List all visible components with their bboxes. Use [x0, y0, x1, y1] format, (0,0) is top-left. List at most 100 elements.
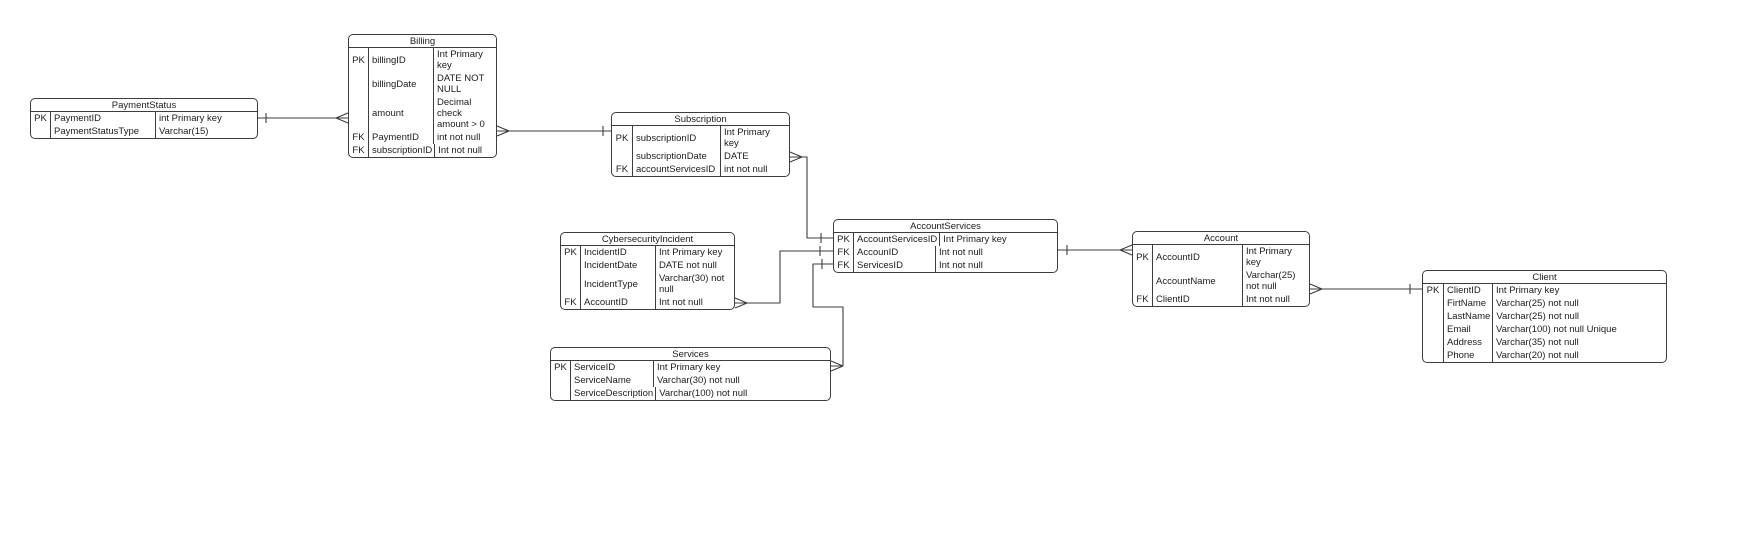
attribute-name: PaymentID — [369, 131, 434, 144]
key-cell — [1423, 349, 1444, 362]
attribute-row: FK AccountID Int not null — [561, 296, 734, 309]
entity-title: Services — [551, 348, 830, 361]
attribute-type: Varchar(30) not null — [659, 273, 725, 295]
entity-title: CybersecurityIncident — [561, 233, 734, 246]
key-cell — [551, 387, 571, 400]
attribute-name: ServicesID — [854, 259, 936, 272]
connector-line — [812, 263, 844, 366]
attribute-row: AccountName Varchar(25) not null — [1133, 269, 1309, 293]
key-cell — [1423, 323, 1444, 336]
attribute-type: Int Primary key — [657, 362, 721, 373]
entity-subscription: Subscription PK subscriptionID Int Prima… — [611, 112, 790, 177]
attribute-type: Int Primary key — [1496, 285, 1560, 296]
connector-cybersecurityincident-accountservices — [734, 246, 833, 309]
attribute-name: ServiceDescription — [571, 387, 657, 400]
attribute-name: ClientID — [1153, 293, 1243, 306]
connector-paymentstatus-billing — [258, 112, 349, 124]
key-cell — [561, 272, 581, 296]
attribute-name: PaymentStatusType — [51, 125, 156, 138]
attribute-row: IncidentType Varchar(30) not null — [561, 272, 734, 296]
key-cell: FK — [612, 163, 633, 176]
key-cell: PK — [349, 48, 369, 72]
attribute-name: billingID — [369, 48, 434, 72]
entity-services: Services PK ServiceID Int Primary key Se… — [550, 347, 831, 401]
attribute-type: Varchar(25) not null — [1496, 298, 1579, 309]
key-cell: PK — [834, 233, 854, 246]
crowsfoot-many-icon — [335, 112, 349, 124]
connector-line — [802, 156, 833, 239]
attribute-type: Varchar(100) not null — [659, 388, 748, 399]
key-cell: FK — [349, 131, 369, 144]
attribute-row: Email Varchar(100) not null Unique — [1423, 323, 1666, 336]
attribute-name: billingDate — [369, 72, 434, 96]
key-cell: PK — [561, 246, 581, 259]
attribute-type: int not null — [437, 132, 481, 143]
key-cell: FK — [834, 259, 854, 272]
connector-line — [747, 250, 833, 304]
attribute-name: AccountServicesID — [854, 233, 941, 246]
attribute-name: AccountName — [1153, 269, 1243, 293]
attribute-row: PK subscriptionID Int Primary key — [612, 126, 789, 150]
crowsfoot-many-icon — [789, 151, 803, 163]
attribute-name: accountServicesID — [633, 163, 721, 176]
attribute-name: Phone — [1444, 349, 1493, 362]
attribute-row: IncidentDate DATE not null — [561, 259, 734, 272]
attribute-name: ServiceName — [571, 374, 654, 387]
crowsfoot-many-icon — [734, 297, 748, 309]
key-cell — [1133, 269, 1153, 293]
entity-title: PaymentStatus — [31, 99, 257, 112]
attribute-name: AccounID — [854, 246, 936, 259]
attribute-name: subscriptionDate — [633, 150, 721, 163]
key-cell: PK — [551, 361, 571, 374]
key-cell — [349, 96, 369, 131]
attribute-type: Varchar(35) not null — [1496, 337, 1579, 348]
attribute-type: Varchar(30) not null — [657, 375, 740, 386]
attribute-row: ServiceName Varchar(30) not null — [551, 374, 830, 387]
attribute-type: Varchar(100) not null Unique — [1496, 324, 1617, 335]
attribute-name: IncidentType — [581, 272, 656, 296]
entity-title: Billing — [349, 35, 496, 48]
entity-title: AccountServices — [834, 220, 1057, 233]
attribute-type: DATE — [724, 151, 749, 162]
attribute-type: Int not null — [438, 145, 483, 156]
connector-subscription-accountservices — [789, 151, 833, 243]
attribute-row: LastName Varchar(25) not null — [1423, 310, 1666, 323]
attribute-type: Int Primary key — [1246, 246, 1292, 268]
attribute-name: PaymentID — [51, 112, 156, 125]
key-cell — [1423, 310, 1444, 323]
connector-account-client — [1309, 283, 1422, 295]
key-cell: PK — [1423, 284, 1444, 297]
attribute-row: PK PaymentID int Primary key — [31, 112, 257, 125]
connector-services-accountservices — [812, 259, 844, 372]
attribute-type: DATE NOT NULL — [437, 73, 485, 95]
attribute-type: Int not null — [1246, 294, 1290, 305]
attribute-type: Decimal check amount > 0 — [437, 97, 485, 130]
crowsfoot-many-icon — [830, 360, 844, 372]
crowsfoot-many-icon — [496, 125, 510, 137]
attribute-type: Varchar(25) not null — [1496, 311, 1580, 322]
key-cell — [1423, 297, 1444, 310]
key-cell: FK — [561, 296, 581, 309]
attribute-name: subscriptionID — [369, 144, 436, 157]
attribute-row: PaymentStatusType Varchar(15) — [31, 125, 257, 138]
attribute-row: FK accountServicesID int not null — [612, 163, 789, 176]
attribute-row: PK IncidentID Int Primary key — [561, 246, 734, 259]
key-cell: FK — [349, 144, 369, 157]
attribute-type: Int not null — [939, 247, 983, 258]
attribute-type: Varchar(15) — [159, 126, 209, 137]
entity-billing: Billing PK billingID Int Primary key bil… — [348, 34, 497, 158]
attribute-type: Int not null — [659, 297, 703, 308]
key-cell — [612, 150, 633, 163]
attribute-name: subscriptionID — [633, 126, 721, 150]
attribute-name: FirtName — [1444, 297, 1493, 310]
attribute-type: int Primary key — [159, 113, 222, 124]
attribute-row: FirtName Varchar(25) not null — [1423, 297, 1666, 310]
key-cell: PK — [612, 126, 633, 150]
attribute-type: Int Primary key — [437, 49, 483, 71]
key-cell: PK — [31, 112, 51, 125]
attribute-name: IncidentID — [581, 246, 656, 259]
attribute-name: IncidentDate — [581, 259, 656, 272]
attribute-name: AccountID — [1153, 245, 1243, 269]
attribute-row: FK ClientID Int not null — [1133, 293, 1309, 306]
